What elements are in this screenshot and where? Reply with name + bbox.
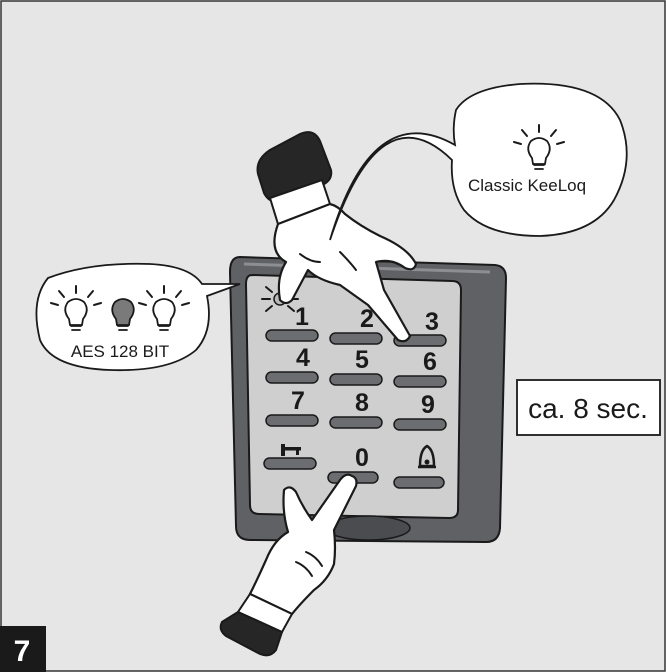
classic-label: Classic KeeLoq xyxy=(468,176,586,195)
key-icon xyxy=(281,444,301,456)
aes-bubble: AES 128 BIT xyxy=(35,262,241,372)
key-bar[interactable] xyxy=(329,373,383,386)
key-1: 1 xyxy=(295,303,309,331)
key-3: 3 xyxy=(425,308,439,336)
classic-bubble-outline xyxy=(329,82,628,241)
lit-bulb-icon xyxy=(50,285,102,331)
key-bar[interactable] xyxy=(263,457,317,470)
key-2: 2 xyxy=(360,305,374,333)
upper-hand xyxy=(256,131,418,343)
key-6: 6 xyxy=(423,348,437,376)
key-bar[interactable] xyxy=(329,332,383,345)
key-bar[interactable] xyxy=(393,418,447,431)
lower-hand xyxy=(219,473,358,657)
duration-box: ca. 8 sec. xyxy=(516,379,661,436)
key-bar[interactable] xyxy=(393,375,447,388)
aes-label: AES 128 BIT xyxy=(71,342,169,361)
key-9: 9 xyxy=(421,391,435,419)
key-bar[interactable] xyxy=(265,371,319,384)
key-bar[interactable] xyxy=(393,476,445,489)
lit-bulb-icon xyxy=(138,285,190,331)
classic-bubble: Classic KeeLoq xyxy=(329,82,628,241)
key-8: 8 xyxy=(355,389,369,417)
key-bar[interactable] xyxy=(265,414,319,427)
key-7: 7 xyxy=(291,387,305,415)
key-5: 5 xyxy=(355,346,369,374)
keypad-keys: 1 2 3 4 5 6 7 8 9 0 xyxy=(263,303,447,489)
lit-bulb-icon xyxy=(513,124,565,170)
unlit-bulb-icon xyxy=(111,298,135,331)
lower-sleeve xyxy=(219,610,284,657)
key-0: 0 xyxy=(355,444,369,472)
step-number: 7 xyxy=(14,635,31,668)
duration-label: ca. 8 sec. xyxy=(528,393,648,424)
aes-bubble-outline xyxy=(35,262,241,372)
step-badge: 7 xyxy=(0,626,46,672)
key-4: 4 xyxy=(296,344,310,372)
key-bar[interactable] xyxy=(265,329,319,342)
key-bar[interactable] xyxy=(329,416,383,429)
bell-icon xyxy=(418,444,436,469)
